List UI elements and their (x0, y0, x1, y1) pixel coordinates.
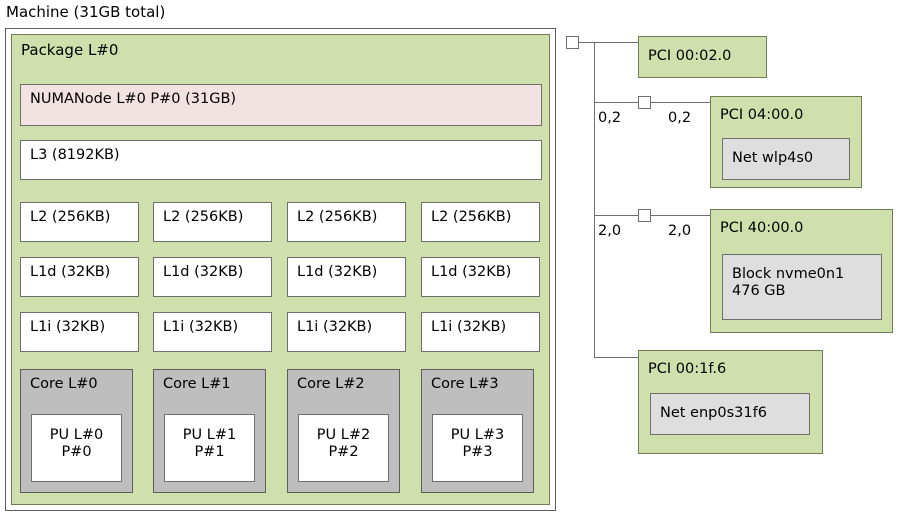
core-label-2: Core L#2 (297, 376, 365, 392)
core-label-3: Core L#3 (431, 376, 499, 392)
l3-cache-label: L3 (8192KB) (30, 147, 120, 163)
l2-cache-label-0: L2 (256KB) (30, 209, 111, 225)
l1d-cache-box-3[interactable]: L1d (32KB) (421, 257, 540, 297)
tree-trunk-line (594, 42, 595, 358)
l1i-cache-label-3: L1i (32KB) (431, 319, 507, 335)
tree-link-branch-1-left (594, 102, 639, 103)
l2-cache-box-3[interactable]: L2 (256KB) (421, 202, 540, 242)
l1d-cache-label-2: L1d (32KB) (297, 264, 378, 280)
pu-box-0[interactable]: PU L#0 P#0 (31, 414, 122, 482)
pu-label-2: PU L#2 P#2 (316, 427, 371, 461)
pu-label-3: PU L#3 P#3 (450, 427, 505, 461)
l1d-cache-label-0: L1d (32KB) (30, 264, 111, 280)
tree-link-branch-3 (594, 357, 639, 358)
package-label: Package L#0 (21, 41, 119, 59)
tree-link-branch-2-right (651, 215, 711, 216)
osdev-box-block-nvme0n1[interactable]: Block nvme0n1 476 GB (722, 254, 882, 320)
l1d-cache-box-2[interactable]: L1d (32KB) (287, 257, 406, 297)
pci-device-label-1: PCI 04:00.0 (720, 107, 804, 123)
pci-device-box-0[interactable]: PCI 00:02.0 (638, 36, 767, 78)
host-bridge-square[interactable] (566, 36, 579, 49)
osdev-label-net-wlp4s0: Net wlp4s0 (732, 150, 814, 166)
pci-device-label-2: PCI 40:00.0 (720, 220, 804, 236)
l2-cache-label-2: L2 (256KB) (297, 209, 378, 225)
l2-cache-box-0[interactable]: L2 (256KB) (20, 202, 139, 242)
pu-label-1: PU L#1 P#1 (182, 427, 237, 461)
l1d-cache-label-3: L1d (32KB) (431, 264, 512, 280)
numanode-label: NUMANode L#0 P#0 (31GB) (30, 91, 237, 107)
l1i-cache-label-1: L1i (32KB) (163, 319, 239, 335)
numanode-box[interactable]: NUMANode L#0 P#0 (31GB) (20, 84, 542, 126)
l1i-cache-label-2: L1i (32KB) (297, 319, 373, 335)
l1d-cache-label-1: L1d (32KB) (163, 264, 244, 280)
edge-label-2-right: 2,0 (668, 223, 692, 239)
pu-box-2[interactable]: PU L#2 P#2 (298, 414, 389, 482)
osdev-label-net-enp0s31f6: Net enp0s31f6 (660, 405, 767, 421)
pu-box-1[interactable]: PU L#1 P#1 (164, 414, 255, 482)
osdev-label-block-nvme0n1: Block nvme0n1 476 GB (732, 266, 845, 300)
tree-link-branch-2-left (594, 215, 639, 216)
tree-link-branch-0 (594, 42, 639, 43)
pci-bridge-square-2[interactable] (638, 209, 651, 222)
l1i-cache-box-0[interactable]: L1i (32KB) (20, 312, 139, 352)
edge-label-1-left: 0,2 (598, 110, 622, 126)
pu-label-0: PU L#0 P#0 (49, 427, 104, 461)
l2-cache-box-1[interactable]: L2 (256KB) (153, 202, 272, 242)
l2-cache-label-1: L2 (256KB) (163, 209, 244, 225)
pci-device-label-0: PCI 00:02.0 (648, 48, 732, 64)
core-label-0: Core L#0 (30, 376, 98, 392)
tree-link-branch-1-right (651, 102, 711, 103)
tree-link-root-stub (579, 42, 595, 43)
l2-cache-label-3: L2 (256KB) (431, 209, 512, 225)
machine-title: Machine (31GB total) (6, 3, 166, 21)
l1d-cache-box-0[interactable]: L1d (32KB) (20, 257, 139, 297)
core-label-1: Core L#1 (163, 376, 231, 392)
osdev-box-net-wlp4s0[interactable]: Net wlp4s0 (722, 138, 850, 180)
l1d-cache-box-1[interactable]: L1d (32KB) (153, 257, 272, 297)
pci-device-label-3: PCI 00:1f.6 (648, 361, 727, 377)
osdev-box-net-enp0s31f6[interactable]: Net enp0s31f6 (650, 393, 810, 435)
edge-label-2-left: 2,0 (598, 223, 622, 239)
edge-label-1-right: 0,2 (668, 110, 692, 126)
l3-cache-box[interactable]: L3 (8192KB) (20, 140, 542, 180)
pu-box-3[interactable]: PU L#3 P#3 (432, 414, 523, 482)
l1i-cache-label-0: L1i (32KB) (30, 319, 106, 335)
l1i-cache-box-3[interactable]: L1i (32KB) (421, 312, 540, 352)
l1i-cache-box-2[interactable]: L1i (32KB) (287, 312, 406, 352)
l2-cache-box-2[interactable]: L2 (256KB) (287, 202, 406, 242)
pci-bridge-square-1[interactable] (638, 96, 651, 109)
l1i-cache-box-1[interactable]: L1i (32KB) (153, 312, 272, 352)
